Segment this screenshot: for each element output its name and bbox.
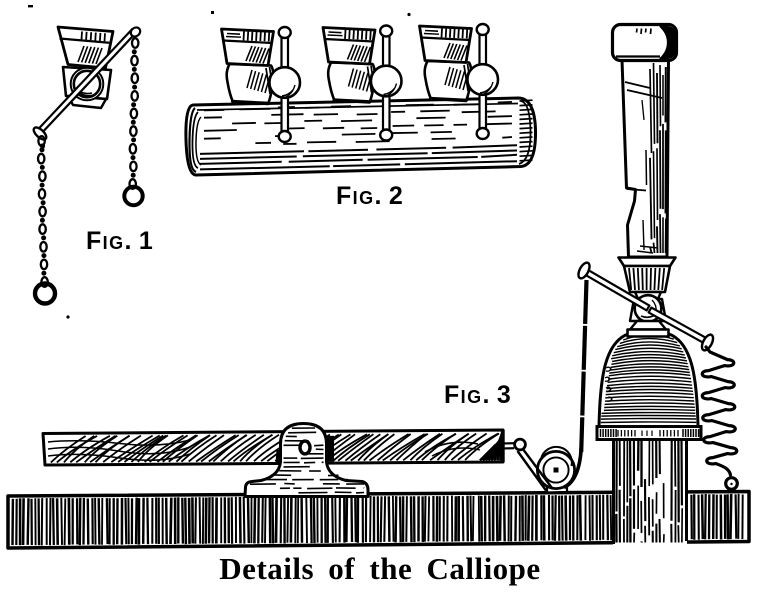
svg-text:Details of the Calliope: Details of the Calliope (219, 551, 540, 586)
